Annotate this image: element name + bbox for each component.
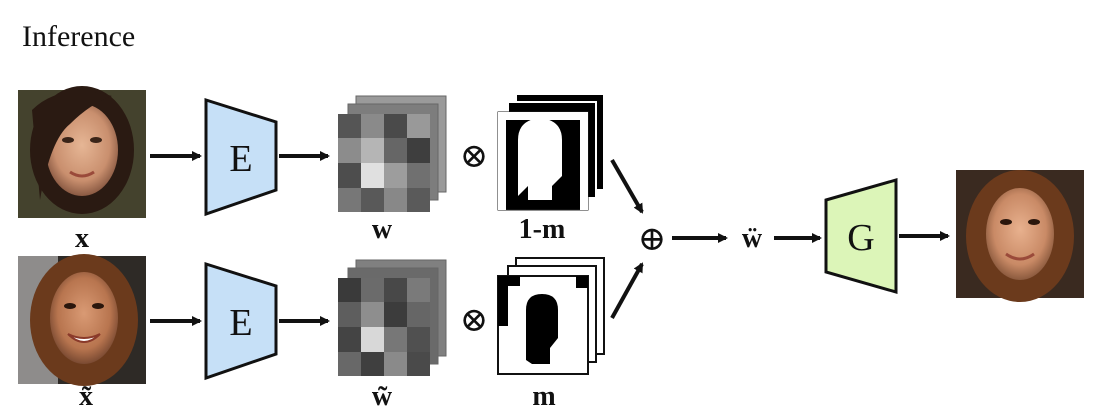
generator-label: G — [847, 217, 874, 259]
encoder-top-label: E — [229, 138, 252, 180]
encoder-bottom: E — [204, 261, 278, 381]
label-w: w — [372, 214, 393, 245]
mask-m-stack — [497, 257, 605, 375]
arrow-top-branch-to-add — [610, 159, 644, 214]
label-one-minus-m: 1-m — [519, 214, 566, 245]
mask-one-minus-m-stack — [497, 93, 605, 211]
label-w-tilde: w̃ — [372, 381, 393, 412]
label-x-tilde: x̃ — [79, 381, 93, 412]
label-x: x — [75, 223, 89, 254]
face-image-x-tilde — [18, 254, 146, 386]
encoder-bottom-label: E — [229, 302, 252, 344]
face-image-x — [18, 86, 146, 218]
latent-w-stack — [338, 95, 447, 212]
multiply-operator-top: ⊗ — [460, 138, 489, 175]
latent-w-tilde-stack — [338, 259, 447, 376]
generator-block: G — [824, 178, 898, 294]
label-m: m — [532, 381, 555, 412]
encoder-top: E — [204, 97, 278, 217]
label-w-mixed: ẅ — [742, 223, 763, 254]
multiply-operator-bottom: ⊗ — [460, 302, 489, 339]
face-image-output — [956, 170, 1084, 302]
add-operator: ⊕ — [638, 221, 667, 258]
diagram-title: Inference — [22, 20, 135, 53]
arrow-bottom-branch-to-add — [610, 262, 644, 319]
